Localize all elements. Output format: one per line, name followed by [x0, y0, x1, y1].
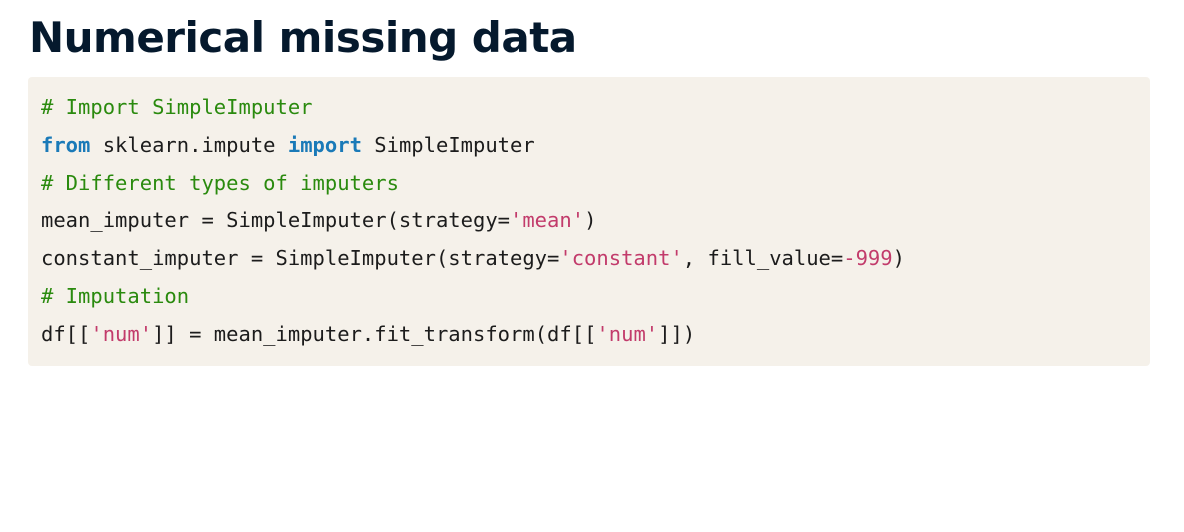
module-name: sklearn.impute	[90, 132, 288, 157]
code-line-constant-imputer: constant_imputer = SimpleImputer(strateg…	[41, 240, 1150, 278]
code-line-comment-imputation: # Imputation	[41, 278, 1150, 316]
code-block: # Import SimpleImputer from sklearn.impu…	[28, 77, 1150, 366]
code-text: , fill_value=	[682, 246, 844, 271]
code-text: )	[892, 246, 905, 271]
code-comment: # Imputation	[41, 283, 190, 308]
keyword-from: from	[41, 132, 91, 157]
number-literal: -999	[843, 246, 893, 271]
string-literal: 'constant'	[559, 246, 683, 271]
code-line-mean-imputer: mean_imputer = SimpleImputer(strategy='m…	[41, 202, 1150, 240]
code-comment: # Import SimpleImputer	[41, 95, 313, 119]
slide-title: Numerical missing data	[29, 13, 577, 62]
keyword-import: import	[287, 132, 362, 157]
code-text: )	[584, 208, 597, 233]
string-literal: 'mean'	[510, 208, 585, 233]
string-literal: 'num'	[596, 321, 659, 346]
code-text: constant_imputer = SimpleImputer(strateg…	[41, 246, 560, 271]
code-text: ]] = mean_imputer.fit_transform(df[[	[152, 321, 597, 346]
string-literal: 'num'	[90, 321, 153, 346]
code-comment: # Different types of imputers	[41, 170, 399, 195]
code-text: mean_imputer = SimpleImputer(strategy=	[41, 208, 510, 233]
imported-name: SimpleImputer	[361, 132, 535, 157]
code-line-comment-import: # Import SimpleImputer	[41, 89, 1150, 127]
code-text: ]])	[658, 321, 696, 346]
code-line-import-statement: from sklearn.impute import SimpleImputer	[41, 127, 1150, 165]
code-text: df[[	[41, 321, 91, 346]
code-line-comment-imputer-types: # Different types of imputers	[41, 165, 1150, 203]
code-line-fit-transform: df[['num']] = mean_imputer.fit_transform…	[41, 316, 1150, 354]
